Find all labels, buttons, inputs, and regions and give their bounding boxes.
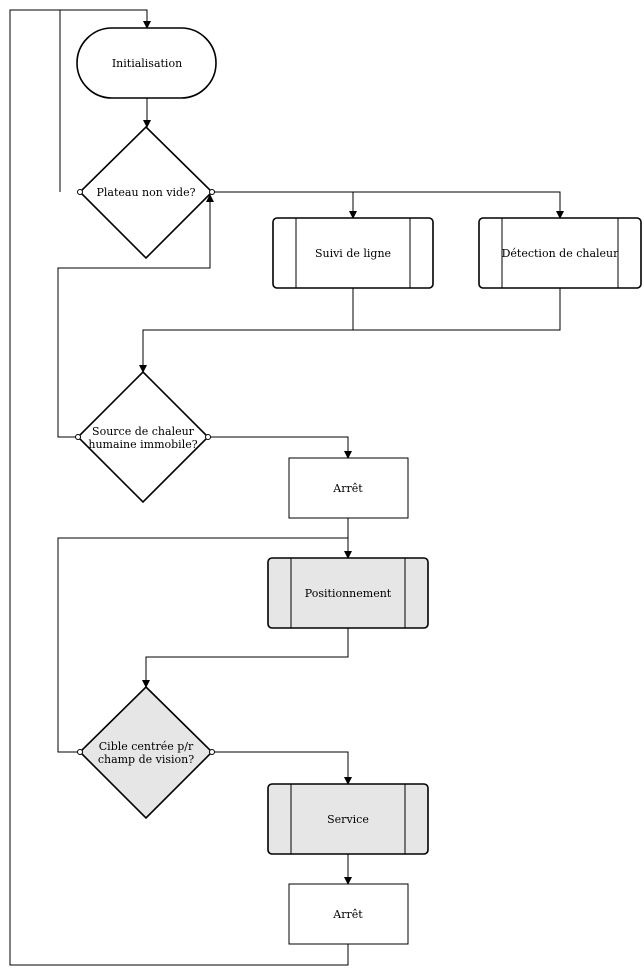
edge-source-back [57, 194, 214, 438]
node-cible-label-2: champ de vision? [98, 753, 194, 766]
node-arret-2-label: Arrêt [332, 908, 363, 921]
node-source-decision: Source de chaleur humaine immobile? [75, 370, 211, 504]
node-detection-chaleur: Détection de chaleur [478, 217, 642, 289]
node-suivi-label: Suivi de ligne [315, 247, 391, 260]
edge-loop-outer [9, 9, 349, 966]
node-arret-2: Arrêt [288, 883, 409, 945]
edge-plateau-suivi [212, 191, 357, 219]
node-plateau-decision: Plateau non vide? [77, 125, 215, 260]
node-cible-decision: Cible centrée p/r champ de vision? [77, 685, 215, 820]
edge-detection-merge [139, 288, 561, 373]
node-cible-label-1: Cible centrée p/r [99, 740, 194, 753]
connectors [9, 9, 564, 966]
node-service: Service [267, 783, 429, 855]
edge-position-cible [142, 628, 349, 688]
node-positionnement-label: Positionnement [305, 587, 392, 600]
node-service-label: Service [327, 813, 369, 826]
node-positionnement: Positionnement [267, 557, 429, 629]
node-initialisation: Initialisation [76, 27, 217, 99]
node-arret-1-label: Arrêt [332, 482, 363, 495]
node-suivi-de-ligne: Suivi de ligne [272, 217, 434, 289]
edge-source-arret [208, 436, 352, 459]
edge-plateau-detection [353, 191, 564, 219]
edge-cible-service [212, 751, 352, 785]
node-source-label-1: Source de chaleur [92, 425, 195, 438]
node-detection-label: Détection de chaleur [502, 247, 620, 260]
node-initialisation-label: Initialisation [112, 57, 182, 70]
node-arret-1: Arrêt [288, 457, 409, 519]
node-plateau-label: Plateau non vide? [96, 186, 195, 199]
edge-loop-top [59, 9, 151, 192]
edge-cible-back [57, 537, 348, 753]
node-source-label-2: humaine immobile? [88, 438, 197, 451]
